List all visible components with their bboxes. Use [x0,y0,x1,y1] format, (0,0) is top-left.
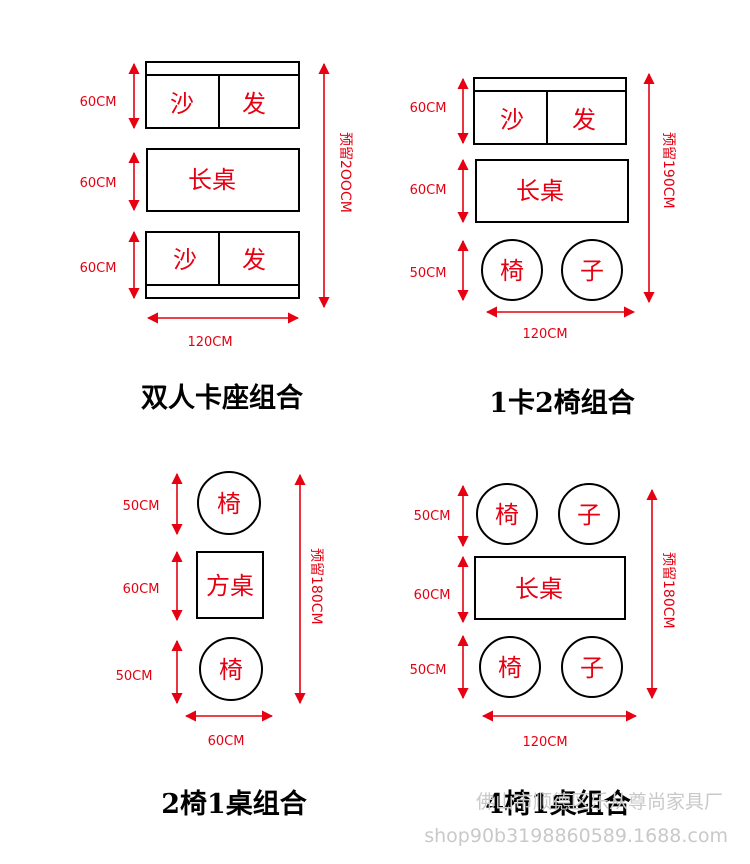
dim-label-row1: 50CM [414,509,451,524]
chair-top-right-label: 子 [577,501,601,529]
watermark-company: 佛山市顺德区乐从尊尚家具厂 [476,791,723,813]
chairs-top: 椅 子 [476,483,620,545]
chair-top: 椅 [197,471,261,535]
sofa-bottom-right-label: 发 [242,246,266,274]
chair-top-left-label: 椅 [495,501,519,529]
layout-double-booth: 沙 发 长桌 沙 发 60CM 60CM 60CM 120CM 预留2OOCM … [80,61,353,414]
layout-4-chairs-1-table: 椅 子 长桌 椅 子 50CM 60CM 50CM 120CM 预留180CM … [410,483,676,820]
watermark-url: shop90b3198860589.1688.com [424,825,728,847]
width-label: 120CM [187,335,232,350]
width-label: 120CM [522,327,567,342]
width-label: 60CM [208,734,245,749]
dim-label-row2: 60CM [80,176,117,191]
dim-label-row3: 50CM [116,669,153,684]
layout-title: 2椅1桌组合 [161,788,307,820]
chair-right-label: 子 [580,257,604,285]
dim-label-row1: 60CM [410,101,447,116]
width-label: 120CM [522,735,567,750]
chair-bottom-left-label: 椅 [498,654,522,682]
sofa: 沙 发 [473,77,627,145]
square-table-label: 方桌 [206,572,254,600]
dim-label-row3: 50CM [410,663,447,678]
sofa-left-label: 沙 [500,106,524,134]
layout-title: 4椅1桌组合 [485,788,631,820]
sofa-bottom: 沙 发 [145,231,300,299]
sofa-bottom-left-label: 沙 [173,246,197,274]
sofa-top: 沙 发 [145,61,300,129]
chair-bottom-label: 椅 [219,656,243,684]
long-table-label: 长桌 [515,575,563,603]
chair-bottom-right-label: 子 [580,654,604,682]
layout-1-booth-2-chairs: 沙 发 长桌 椅 子 60CM 60CM 50CM 120CM 预留190CM … [410,72,676,419]
chair-bottom: 椅 [199,637,263,701]
reserve-label: 预留180CM [308,548,324,625]
dim-label-row1: 50CM [123,499,160,514]
long-table: 长桌 [474,556,626,620]
sofa-top-left-label: 沙 [170,90,194,118]
long-table: 长桌 [146,148,300,212]
layout-2-chairs-1-table: 椅 方桌 椅 50CM 60CM 50CM 60CM 预留180CM 2椅1桌组… [116,471,324,820]
layout-title: 双人卡座组合 [141,382,303,414]
dim-label-row2: 60CM [414,588,451,603]
sofa-top-right-label: 发 [242,90,266,118]
chair-left-label: 椅 [500,257,524,285]
long-table: 长桌 [475,159,629,223]
reserve-label: 预留180CM [660,552,676,629]
chairs: 椅 子 [481,239,623,301]
reserve-label: 预留2OOCM [337,132,353,213]
long-table-label: 长桌 [516,177,564,205]
dim-label-row2: 60CM [123,582,160,597]
dim-label-row1: 60CM [80,95,117,110]
long-table-label: 长桌 [188,166,236,194]
dim-label-row3: 60CM [80,261,117,276]
dim-label-row3: 50CM [410,266,447,281]
chairs-bottom: 椅 子 [479,636,623,698]
square-table: 方桌 [196,551,264,619]
reserve-label: 预留190CM [660,132,676,209]
chair-top-label: 椅 [217,490,241,518]
sofa-right-label: 发 [572,106,596,134]
dim-label-row2: 60CM [410,183,447,198]
layout-title: 1卡2椅组合 [489,387,635,419]
